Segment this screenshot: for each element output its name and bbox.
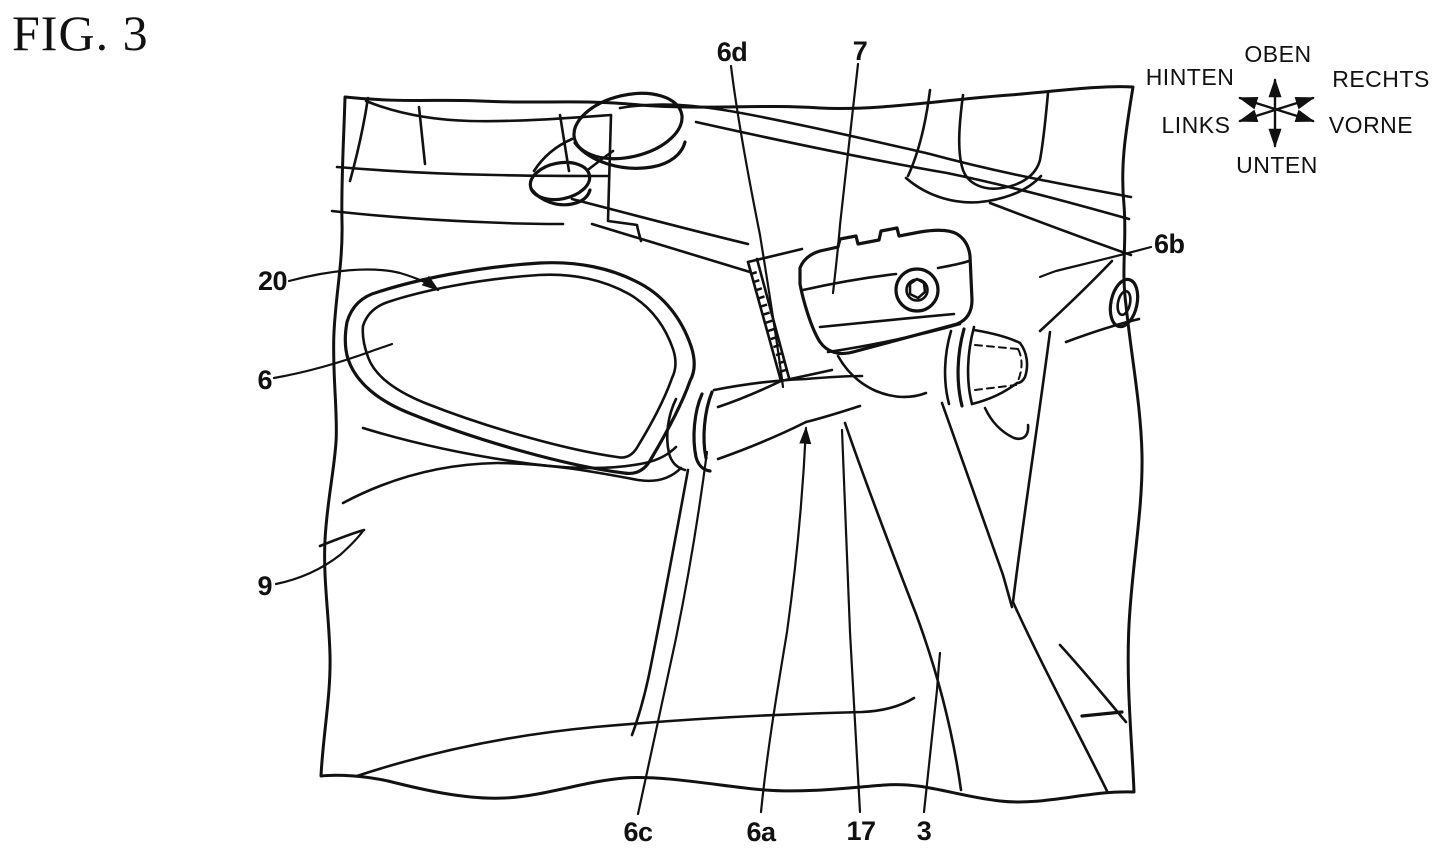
ref-label-17: 17: [846, 816, 875, 846]
leader-6b: [1038, 245, 1153, 279]
leader-20: [287, 268, 440, 292]
ref-label-6b: 6b: [1154, 229, 1185, 259]
ref-label-9: 9: [257, 571, 272, 601]
handlebar-grip: [943, 325, 1030, 441]
figure-title: FIG. 3: [12, 5, 149, 61]
leader-6: [272, 342, 394, 380]
leader-7: [831, 62, 860, 295]
compass-left-right-arrow: [1238, 96, 1315, 123]
torn-border: [319, 85, 1144, 804]
fairing-grommet-inner: [1116, 289, 1132, 317]
leader-3: [922, 651, 942, 814]
mirror-stalk: [630, 374, 864, 737]
orientation-compass: OBEN UNTEN HINTEN RECHTS LINKS VORNE: [1146, 41, 1430, 178]
compass-label-links: LINKS: [1162, 112, 1231, 138]
fairing-grommet-outer: [1108, 277, 1140, 329]
ref-label-6d: 6d: [717, 37, 748, 67]
leader-6c: [636, 450, 709, 816]
reference-numerals: 20 6 9 6d 7 6b 6c 6a 17 3: [257, 36, 1185, 847]
fairing-lines: [355, 103, 1133, 778]
front-fork: [843, 330, 1128, 793]
right-fairing: [904, 88, 1141, 344]
rear-view-mirror: [318, 261, 696, 548]
mirror-base-plate: [746, 247, 834, 383]
leader-6d: [729, 64, 785, 389]
compass-label-vorne: VORNE: [1329, 112, 1413, 138]
compass-label-unten: UNTEN: [1236, 152, 1318, 178]
bolt-hex-socket: [908, 277, 927, 300]
leader-17: [840, 428, 862, 814]
compass-label-oben: OBEN: [1244, 41, 1311, 67]
compass-label-hinten: HINTEN: [1146, 64, 1235, 90]
switch-housing: [798, 226, 974, 399]
ref-label-20: 20: [258, 266, 287, 296]
leader-lines: [272, 62, 1153, 816]
mirror-mount-base: [528, 91, 687, 207]
ref-label-6a: 6a: [746, 817, 777, 847]
leader-6a: [759, 426, 812, 814]
ref-label-6c: 6c: [623, 817, 653, 847]
ref-label-6: 6: [257, 365, 272, 395]
leader-9: [274, 529, 365, 586]
ref-label-3: 3: [917, 816, 932, 846]
compass-label-rechts: RECHTS: [1332, 66, 1430, 92]
ref-label-7: 7: [853, 36, 868, 66]
bolt-outer-ring: [894, 267, 940, 313]
brake-lever-assembly: [330, 96, 643, 243]
